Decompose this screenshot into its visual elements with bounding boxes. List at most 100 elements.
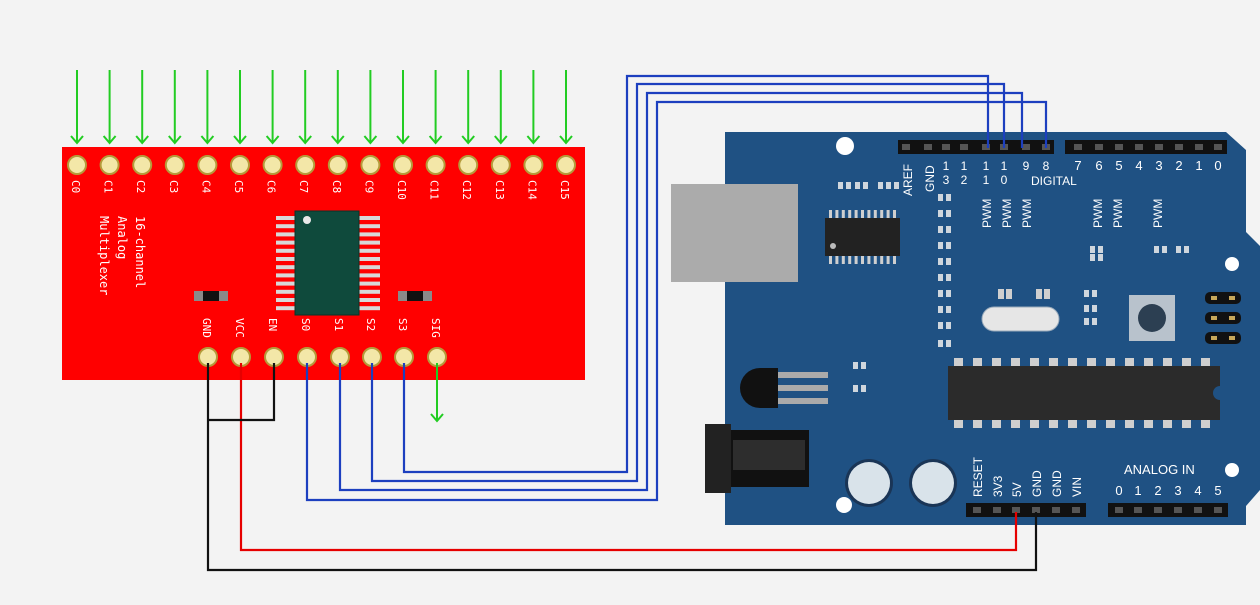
digital-pin-label: 4 <box>1135 158 1142 173</box>
sig-output-arrowhead <box>430 413 444 423</box>
input-arrowhead <box>396 135 410 145</box>
channel-label: C15 <box>558 180 571 200</box>
digital-pin-label: 8 <box>1043 159 1050 173</box>
control-pin-label: S0 <box>299 318 312 331</box>
control-pin-label: S3 <box>396 318 409 331</box>
control-pin-label: GND <box>200 318 213 338</box>
input-arrowhead <box>559 135 573 145</box>
power-pin-label: VIN <box>1070 477 1084 497</box>
channel-pin-c5 <box>230 155 250 175</box>
reset-button-cap[interactable] <box>1138 304 1166 332</box>
channel-label: C9 <box>362 180 375 193</box>
pwm-label: PWM <box>1111 199 1125 228</box>
input-arrowhead <box>363 135 378 145</box>
mux-title-line-2: Analog <box>115 216 129 259</box>
voltage-regulator <box>740 368 778 408</box>
channel-pin-c2 <box>132 155 153 175</box>
wire-vcc-5v <box>239 363 1018 552</box>
pwm-label: PWM <box>1020 199 1034 228</box>
aref-label: AREF <box>901 164 915 196</box>
analog-pin-label: 0 <box>1115 483 1122 498</box>
input-arrowhead <box>461 135 475 145</box>
wires <box>206 74 1048 572</box>
power-header <box>966 503 1086 517</box>
mux-chip <box>276 210 380 316</box>
channel-label: C11 <box>428 180 441 200</box>
digital-pin-label: 1 <box>961 159 968 173</box>
channel-label: C0 <box>69 180 82 193</box>
digital-pin-label: 5 <box>1115 158 1122 173</box>
power-pin-label: 5V <box>1010 482 1024 497</box>
input-arrowhead <box>233 135 247 145</box>
input-arrowhead <box>331 135 345 145</box>
input-arrowhead <box>298 135 312 145</box>
digital-pin-label: 2 <box>961 173 968 187</box>
channel-label: C14 <box>525 180 538 200</box>
wire-en-gnd <box>208 363 276 422</box>
control-pin-label: SIG <box>429 318 442 338</box>
digital-pin-label: 1 <box>943 159 950 173</box>
channel-label: C4 <box>199 180 212 194</box>
analog-pin-label: 5 <box>1214 483 1221 498</box>
channel-pin-c9 <box>360 155 381 175</box>
channel-label: C2 <box>134 180 147 193</box>
wire-gnd-gnd <box>206 363 1038 572</box>
digital-pin-label: 0 <box>1001 173 1008 187</box>
control-pin-label: VCC <box>233 318 246 338</box>
digital-header-low <box>1065 140 1227 154</box>
channel-pin-c7 <box>295 155 316 175</box>
input-arrowhead <box>494 135 508 145</box>
power-pin-label: 3V3 <box>991 475 1005 497</box>
analog-pin-label: 3 <box>1174 483 1181 498</box>
usb-connector <box>671 184 798 282</box>
channel-label: C8 <box>330 180 343 193</box>
pwm-label: PWM <box>1000 199 1014 228</box>
wire-s2-d12 <box>370 82 1006 483</box>
channel-label: C1 <box>102 180 115 193</box>
channel-label: C10 <box>395 180 408 200</box>
analog-pin-label: 2 <box>1154 483 1161 498</box>
digital-pin-label: 9 <box>1023 159 1030 173</box>
channel-pin-c15 <box>556 155 576 175</box>
digital-pin-label: 1 <box>1001 159 1008 173</box>
input-arrowhead <box>200 135 215 145</box>
smd-components <box>838 182 1189 392</box>
channel-pin-c12 <box>458 155 479 175</box>
digital-pin-label: 0 <box>1214 158 1221 173</box>
input-arrowhead <box>428 135 443 145</box>
digital-pin-label: 7 <box>1074 158 1081 173</box>
analog-header <box>1108 503 1228 517</box>
control-pin-label: EN <box>266 318 279 331</box>
mux-title: 16-channel Analog Multiplexer <box>97 216 147 295</box>
mounting-hole <box>1225 463 1239 477</box>
input-arrowhead <box>168 135 182 145</box>
channel-pin-c10 <box>393 155 413 175</box>
input-arrowhead <box>102 135 117 145</box>
channel-label: C12 <box>460 180 473 200</box>
mounting-hole <box>836 137 854 155</box>
channel-pin-c4 <box>197 155 218 175</box>
wire-s0-d10 <box>305 100 1048 502</box>
mux-chip-body <box>294 210 360 316</box>
channel-label: C5 <box>232 180 245 193</box>
channel-pin-c8 <box>327 155 348 175</box>
digital-pin-label: 3 <box>1155 158 1162 173</box>
control-pin-label: S2 <box>364 318 377 331</box>
usb-chip <box>825 210 900 264</box>
channel-pin-c11 <box>425 155 446 175</box>
wire-s3-d13 <box>402 74 990 474</box>
analog-in-label: ANALOG IN <box>1124 462 1195 477</box>
mounting-hole <box>1225 257 1239 271</box>
channel-pin-c14 <box>523 155 544 175</box>
channel-label: C3 <box>167 180 180 193</box>
mux-chip-pin1-dot <box>303 216 311 224</box>
